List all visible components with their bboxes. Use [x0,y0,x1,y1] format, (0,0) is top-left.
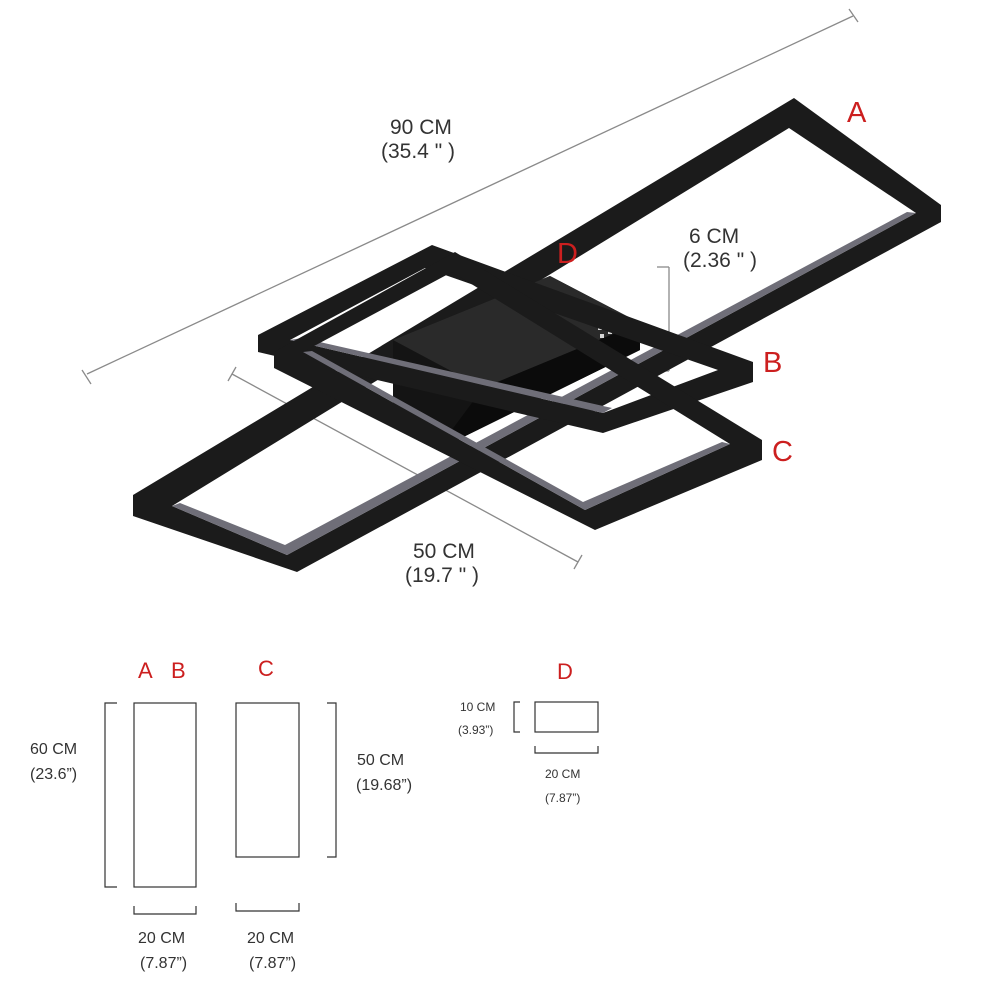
length-cm-label: 90 CM [390,116,452,139]
part-d-rectangle [534,701,599,733]
frame-a [133,98,941,572]
length-inch-label: (35.4 " ) [381,140,455,163]
part-c-width-inch: (7.87”) [249,955,297,972]
part-ab-label-b: B [171,658,186,683]
part-d-width-bracket [534,746,599,754]
part-c-width-bracket [235,903,300,912]
part-c-height-bracket [327,702,337,858]
part-c-drawing [235,702,337,912]
part-c-width-cm: 20 CM [247,930,295,947]
label-a: A [847,97,867,129]
part-ab-height-bracket [104,702,117,888]
part-d-height-cm: 10 CM [460,700,496,714]
width-cm-label: 50 CM [413,540,475,563]
frame-c [274,252,762,530]
part-d-label: D [557,659,573,684]
part-ab-height-cm: 60 CM [30,741,78,758]
label-d: D [557,238,578,270]
part-ab-label-a: A [138,658,153,683]
part-d-drawing [513,701,599,754]
part-d-height-inch: (3.93”) [458,723,494,737]
part-d-height-bracket [513,701,520,733]
part-c-height-cm: 50 CM [357,752,405,769]
part-ab-width-cm: 20 CM [138,930,186,947]
part-c-rectangle [235,702,300,858]
length-dimension-line [81,8,859,385]
label-c: C [772,436,793,468]
part-ab-height-inch: (23.6”) [30,766,78,783]
frame-b [258,245,753,433]
part-d-width-cm: 20 CM [545,767,581,781]
width-inch-label: (19.7 " ) [405,564,479,587]
part-c-height-inch: (19.68”) [356,777,413,794]
label-b: B [763,347,783,379]
part-ab-rectangle [133,702,197,888]
part-ab-width-inch: (7.87”) [140,955,188,972]
part-ab-drawing [104,702,197,915]
part-ab-width-bracket [133,906,197,915]
height-cm-label: 6 CM [689,225,740,248]
part-d-width-inch: (7.87”) [545,791,581,805]
part-c-label: C [258,656,274,681]
height-inch-label: (2.36 " ) [683,249,757,272]
